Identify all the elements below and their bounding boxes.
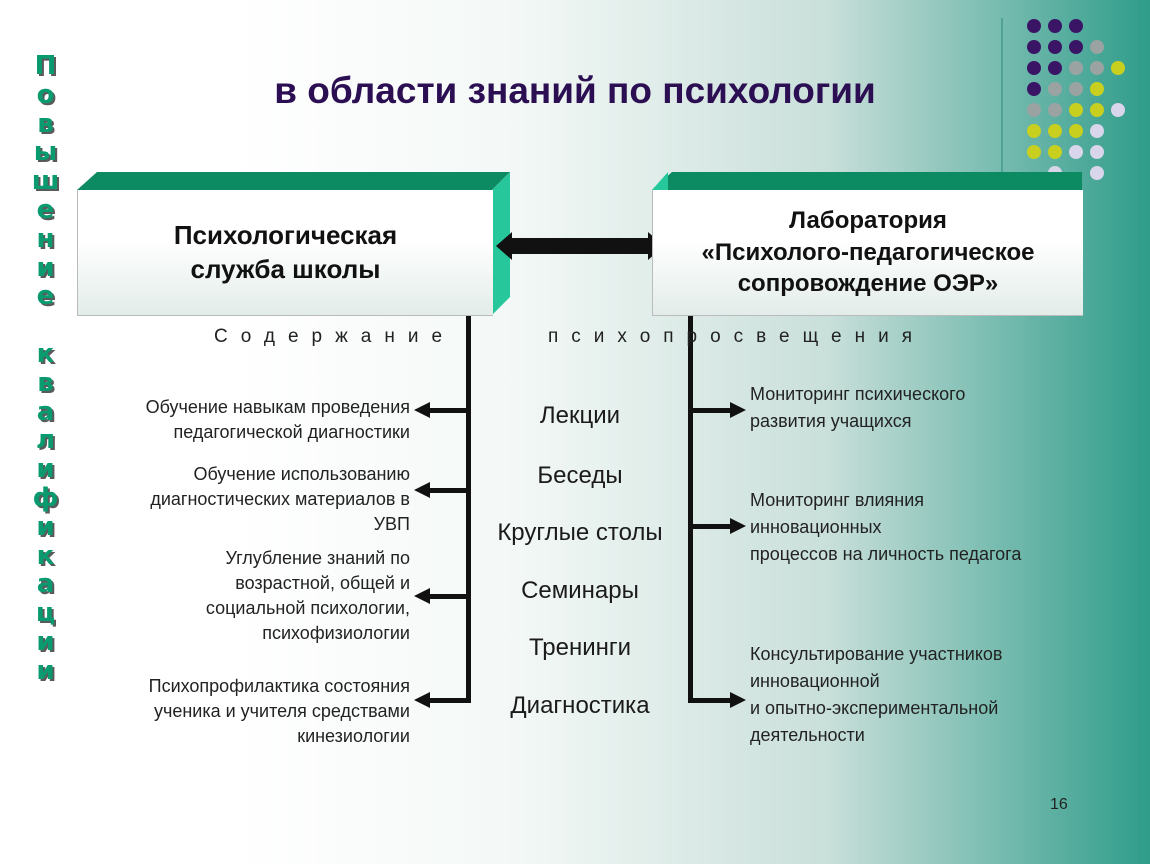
laboratory-box: Лаборатория «Психолого-педагогическое со…: [652, 190, 1083, 316]
dot-grid-decoration: [1001, 18, 1125, 192]
vertical-letter: е: [36, 281, 55, 312]
left-item-materials-usage: Обучение использованию диагностических м…: [150, 464, 410, 534]
left-item-diagnostics-training: Обучение навыкам проведения педагогическ…: [145, 397, 410, 442]
laboratory-line2: «Психолого-педагогическое: [701, 238, 1035, 266]
vertical-letter: л: [35, 425, 56, 456]
right-box-top-face: [652, 172, 1082, 190]
vertical-letter: в: [37, 367, 54, 398]
form-trainings: Тренинги: [528, 634, 632, 661]
slide-title: в области знаний по психологии: [274, 70, 876, 111]
psych-service-line2: служба школы: [190, 253, 381, 284]
vertical-letter: и: [36, 511, 55, 542]
vertical-letter: и: [36, 454, 55, 485]
caption-enlightenment: психопросвещения: [548, 326, 926, 347]
vertical-letter: а: [36, 569, 55, 600]
double-arrow-connector: [496, 232, 664, 260]
vertical-letter: [18, 311, 73, 340]
left-tree-lines: [414, 315, 471, 708]
vertical-letter: о: [36, 79, 55, 110]
vertical-letter: а: [36, 396, 55, 427]
right-item-innovation-monitoring: Мониторинг влияния инновационных процесс…: [750, 490, 1022, 564]
vertical-letter: к: [36, 338, 55, 369]
form-seminars: Семинары: [521, 577, 639, 604]
laboratory-line3: сопровождение ОЭР»: [737, 270, 999, 298]
left-item-psychoprophylaxis: Психопрофилактика состояния ученика и уч…: [148, 676, 410, 746]
laboratory-line1: Лаборатория: [789, 206, 947, 234]
left-box-top-face: [77, 172, 510, 190]
vertical-letter: н: [36, 223, 55, 254]
vertical-letter: и: [36, 626, 55, 657]
left-item-knowledge-deepening: Углубление знаний по возрастной, общей и…: [205, 548, 410, 643]
psych-service-box: Психологическая служба школы: [77, 190, 493, 316]
right-item-psych-monitoring: Мониторинг психического развития учащихс…: [750, 384, 966, 431]
vertical-letter: к: [36, 540, 55, 571]
right-tree-lines: [688, 315, 746, 708]
vertical-letter: в: [37, 108, 54, 139]
vertical-letter: П: [34, 51, 57, 81]
psych-service-line1: Психологическая: [173, 219, 398, 250]
vertical-letter: ф: [32, 482, 59, 513]
right-item-consulting: Консультирование участников инновационно…: [750, 644, 1003, 745]
form-conversations: Беседы: [537, 462, 623, 489]
form-diagnostics: Диагностика: [510, 692, 650, 719]
vertical-letter: ц: [35, 598, 56, 629]
form-lectures: Лекции: [539, 402, 621, 429]
form-round-tables: Круглые столы: [497, 519, 663, 546]
page-number: 16: [1050, 796, 1068, 813]
vertical-letter: ш: [31, 166, 60, 197]
caption-content: Содержание: [214, 326, 456, 347]
vertical-letter: и: [36, 252, 55, 283]
vertical-letter: ы: [33, 137, 58, 168]
vertical-letter: и: [36, 655, 55, 686]
vertical-letter: е: [36, 194, 55, 225]
